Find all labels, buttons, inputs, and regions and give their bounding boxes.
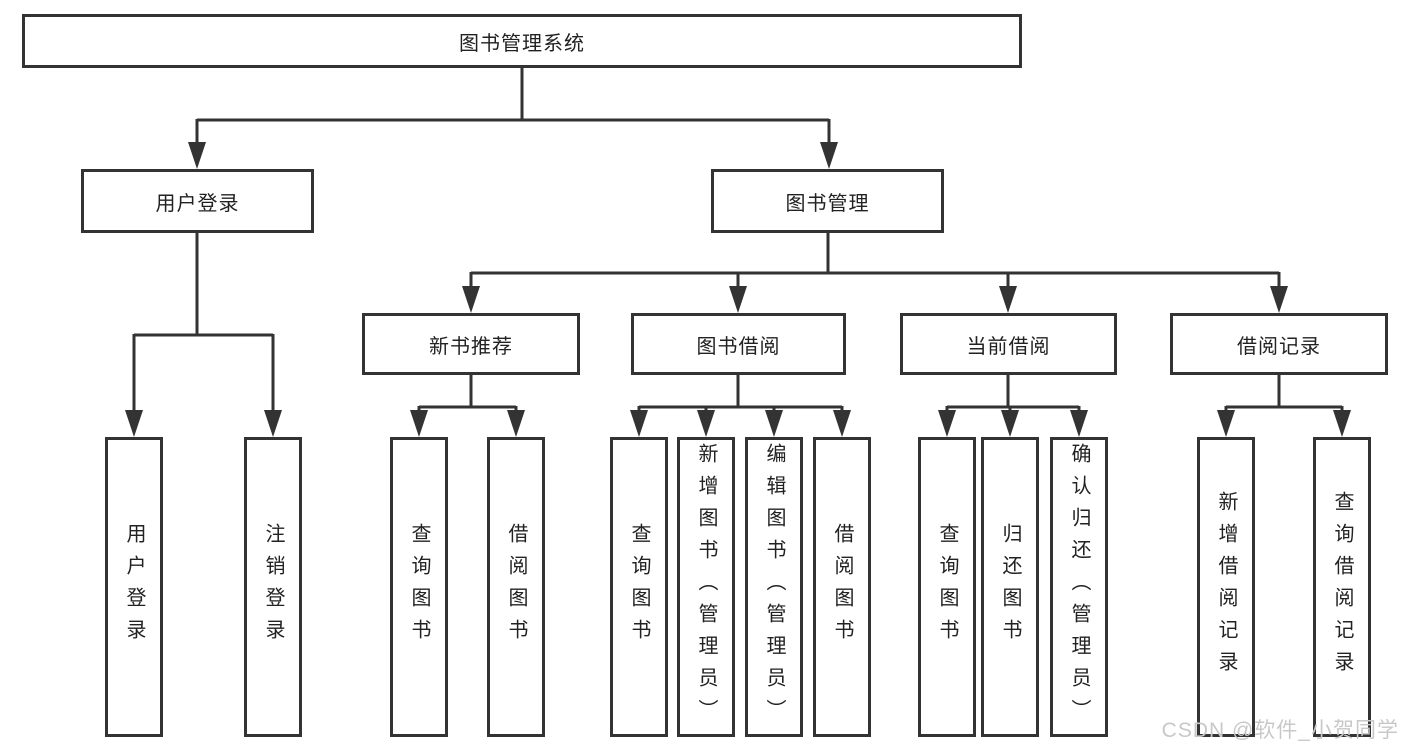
leaf-query-books-recommend: 查询图书 <box>390 437 448 737</box>
leaf-logout: 注销登录 <box>244 437 302 737</box>
csdn-watermark: CSDN @软件_小贺同学 <box>1161 719 1399 742</box>
leaf-add-book-admin: 新增图书（管理员） <box>677 437 735 737</box>
leaf-query-books-borrow: 查询图书 <box>610 437 668 737</box>
node-user-login-branch: 用户登录 <box>81 169 314 233</box>
leaf-query-borrow-record: 查询借阅记录 <box>1313 437 1371 737</box>
leaf-label: 查询借阅记录 <box>1331 491 1353 683</box>
leaf-user-login: 用户登录 <box>105 437 163 737</box>
leaf-label: 查询图书 <box>408 523 430 651</box>
node-book-borrowing: 图书借阅 <box>631 313 846 375</box>
node-borrowing-records: 借阅记录 <box>1170 313 1388 375</box>
node-root-system: 图书管理系统 <box>22 14 1022 68</box>
node-label: 图书管理 <box>785 192 870 215</box>
leaf-return-book: 归还图书 <box>981 437 1039 737</box>
leaf-label: 新增借阅记录 <box>1215 491 1237 683</box>
node-label: 用户登录 <box>155 192 240 215</box>
leaf-label: 用户登录 <box>123 523 145 651</box>
leaf-label: 借阅图书 <box>505 523 527 651</box>
leaf-edit-book-admin: 编辑图书（管理员） <box>745 437 803 737</box>
node-current-borrowing: 当前借阅 <box>900 313 1117 375</box>
node-book-management-branch: 图书管理 <box>711 169 944 233</box>
node-label: 图书管理系统 <box>459 32 585 55</box>
leaf-borrow-books-recommend: 借阅图书 <box>487 437 545 737</box>
node-label: 新书推荐 <box>429 335 513 358</box>
node-label: 借阅记录 <box>1237 335 1321 358</box>
leaf-label: 新增图书（管理员） <box>695 443 717 731</box>
leaf-add-borrow-record: 新增借阅记录 <box>1197 437 1255 737</box>
leaf-label: 借阅图书 <box>831 523 853 651</box>
leaf-label: 查询图书 <box>936 523 958 651</box>
leaf-label: 编辑图书（管理员） <box>763 443 785 731</box>
leaf-label: 注销登录 <box>262 523 284 651</box>
node-label: 图书借阅 <box>696 335 781 358</box>
leaf-label: 查询图书 <box>628 523 650 651</box>
leaf-label: 确认归还（管理员） <box>1068 443 1090 731</box>
leaf-confirm-return-admin: 确认归还（管理员） <box>1050 437 1108 737</box>
node-label: 当前借阅 <box>966 335 1051 358</box>
arrowhead-icons <box>125 142 1351 437</box>
leaf-query-books-current: 查询图书 <box>918 437 976 737</box>
leaf-borrow-books: 借阅图书 <box>813 437 871 737</box>
node-new-book-recommend: 新书推荐 <box>362 313 580 375</box>
leaf-label: 归还图书 <box>999 523 1021 651</box>
